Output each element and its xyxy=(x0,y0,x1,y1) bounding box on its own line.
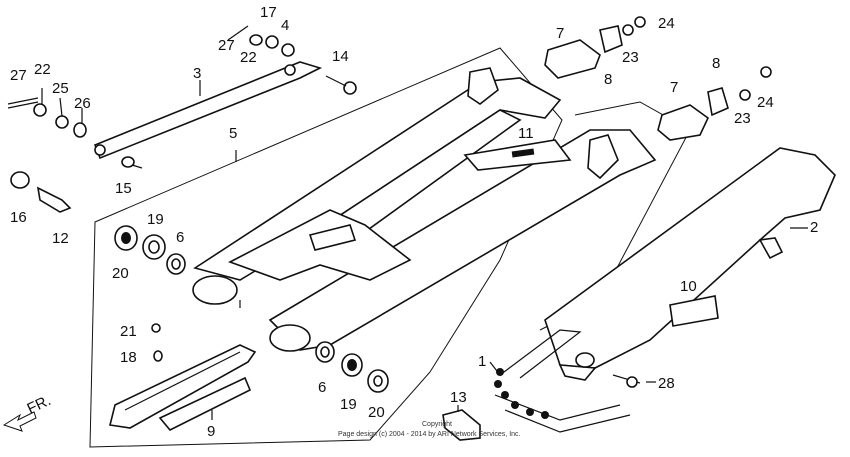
copyright-line-2: Page design (c) 2004 - 2014 by ARI Netwo… xyxy=(338,431,521,438)
callout-11: 11 xyxy=(518,125,534,142)
callout-21: 21 xyxy=(120,323,137,340)
callout-2: 2 xyxy=(810,219,818,236)
callouts: 1 2 3 4 5 6 6 7 7 8 8 9 10 11 12 13 14 1… xyxy=(10,4,818,440)
copyright-line-1: Copyright xyxy=(422,421,452,428)
bearing-set-right xyxy=(315,341,389,393)
callout-13: 13 xyxy=(450,389,467,406)
swingarm xyxy=(192,67,657,352)
small-hardware xyxy=(7,16,772,441)
callout-7b: 7 xyxy=(670,79,678,96)
front-direction-arrow: FR. xyxy=(2,392,54,432)
callout-15: 15 xyxy=(115,180,132,197)
callout-18: 18 xyxy=(120,349,137,366)
callout-19b: 19 xyxy=(340,396,357,413)
callout-8b: 8 xyxy=(712,55,720,72)
callout-24b: 24 xyxy=(757,94,774,111)
callout-8a: 8 xyxy=(604,71,612,88)
callout-6a: 6 xyxy=(176,229,184,246)
callout-22b: 22 xyxy=(240,49,257,66)
callout-4: 4 xyxy=(281,17,289,34)
callout-9: 9 xyxy=(207,423,215,440)
callout-6b: 6 xyxy=(318,379,326,396)
callout-14: 14 xyxy=(332,48,349,65)
callout-12: 12 xyxy=(52,230,69,247)
callout-27b: 27 xyxy=(218,37,235,54)
callout-10: 10 xyxy=(680,278,697,295)
callout-26: 26 xyxy=(74,95,91,112)
callout-25: 25 xyxy=(52,80,69,97)
callout-23a: 23 xyxy=(622,49,639,66)
callout-24a: 24 xyxy=(658,15,675,32)
callout-17: 17 xyxy=(260,4,277,21)
callout-7a: 7 xyxy=(556,25,564,42)
callout-1: 1 xyxy=(478,353,486,370)
label-10 xyxy=(669,295,719,327)
chain-slider xyxy=(109,344,257,431)
callout-20b: 20 xyxy=(368,404,385,421)
callout-16: 16 xyxy=(10,209,27,226)
callout-28: 28 xyxy=(658,375,675,392)
callout-27a: 27 xyxy=(10,67,27,84)
swingarm-assembly-outline xyxy=(89,47,563,448)
callout-20a: 20 xyxy=(112,265,129,282)
callout-3: 3 xyxy=(193,65,201,82)
bearing-set-left xyxy=(114,225,186,275)
front-label: FR. xyxy=(25,392,54,418)
torque-link xyxy=(93,61,323,160)
chain-case xyxy=(544,147,836,381)
callout-22a: 22 xyxy=(34,61,51,78)
leader-lines xyxy=(41,80,808,420)
drive-chain xyxy=(494,329,631,433)
callout-5: 5 xyxy=(229,125,237,142)
callout-19a: 19 xyxy=(147,211,164,228)
callout-23b: 23 xyxy=(734,110,751,127)
